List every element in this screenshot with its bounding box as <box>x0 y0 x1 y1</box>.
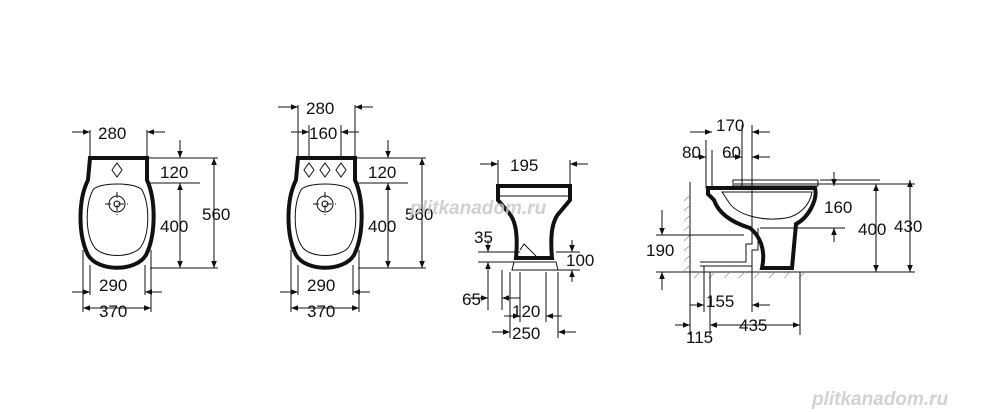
bidet-top-outline-3hole <box>286 156 364 270</box>
dim-total-depth: 560 <box>202 205 230 224</box>
dim-rim-height: 160 <box>824 198 852 217</box>
bidet-top-outline <box>78 156 156 270</box>
bidet-front-outline <box>496 184 572 260</box>
side-view: 170 80 60 160 400 430 190 155 <box>646 116 922 347</box>
dim-width-top: 280 <box>98 124 126 143</box>
dim-back-depth-3hole: 120 <box>368 163 396 182</box>
dim-seat-height: 400 <box>858 220 886 239</box>
watermark-corner: plitkanadom.ru <box>811 389 949 410</box>
dim-hole-spacing: 160 <box>309 124 337 143</box>
dim-total-width-3hole: 370 <box>307 302 335 321</box>
top-view-three-hole: 280 160 120 400 560 290 370 <box>278 99 433 321</box>
dim-base-width: 290 <box>99 276 127 295</box>
dim-total-depth-3hole: 560 <box>405 205 433 224</box>
seat-lid <box>732 179 819 187</box>
dim-foot-width: 250 <box>512 324 540 343</box>
dim-side-back: 80 <box>682 143 701 162</box>
dim-total-width: 370 <box>99 302 127 321</box>
side-bowl <box>721 191 813 220</box>
bowl-inner-3hole <box>294 183 357 256</box>
dim-trap-offset: 65 <box>462 290 481 309</box>
top-view-single-hole: 280 120 400 560 290 370 <box>72 124 230 321</box>
dim-outlet-distance: 155 <box>706 292 734 311</box>
watermark-center: plitkanadom.ru <box>409 198 547 219</box>
dim-side-mid: 60 <box>722 143 741 162</box>
dim-fix-spacing: 120 <box>512 302 540 321</box>
dim-base-width-3hole: 290 <box>307 276 335 295</box>
dim-fixing-height: 100 <box>566 251 594 270</box>
dim-depth: 435 <box>739 316 767 335</box>
dim-width-top-3hole: 280 <box>306 99 334 118</box>
dim-outlet-height: 190 <box>646 241 674 260</box>
front-view: 195 35 100 65 120 250 <box>462 156 594 343</box>
tap-hole <box>111 162 123 178</box>
dim-mid-depth-3hole: 400 <box>368 217 396 236</box>
waste-pipe <box>700 228 753 263</box>
bowl-inner <box>86 183 149 256</box>
dim-side-top: 170 <box>716 116 744 135</box>
front-foot <box>511 261 559 271</box>
dim-mid-depth: 400 <box>160 217 188 236</box>
dim-front-width: 195 <box>510 156 538 175</box>
dim-drain-height: 35 <box>474 228 493 247</box>
dim-wall-offset: 115 <box>686 328 713 347</box>
dim-back-depth: 120 <box>160 163 188 182</box>
dim-total-height: 430 <box>894 217 922 236</box>
